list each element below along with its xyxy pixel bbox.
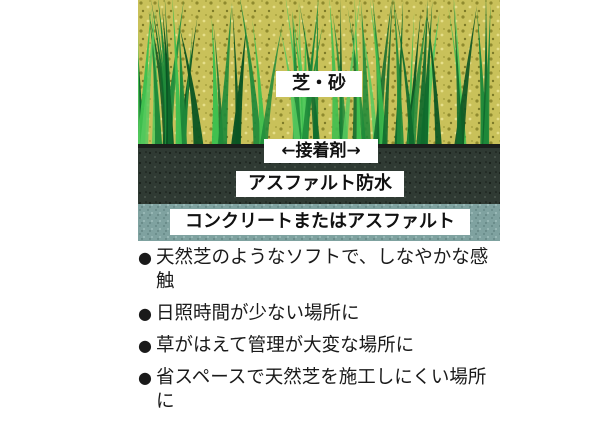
grass-blade — [138, 29, 141, 146]
list-item: ● 天然芝のようなソフトで、しなやかな感触 — [138, 246, 500, 294]
grass-blade — [406, 7, 428, 147]
cross-section-artwork — [138, 0, 500, 241]
grass-blade — [178, 23, 204, 146]
list-item: ● 草がはえて管理が大変な場所に — [138, 334, 500, 358]
grass-blade — [393, 0, 404, 146]
list-item-text: 日照時間が少ない場所に — [156, 303, 360, 324]
grass-blade — [312, 0, 319, 146]
grass-blade — [139, 7, 156, 146]
grass-blade — [453, 0, 463, 146]
grass-blade — [259, 22, 283, 147]
bullet-mark: ● — [138, 248, 152, 267]
list-item-text: 省スペースで天然芝を施工しにくい場所に — [156, 367, 487, 412]
grass-blade — [416, 0, 429, 146]
grass-blade — [178, 23, 188, 146]
list-item-text: 草がはえて管理が大変な場所に — [156, 335, 415, 356]
turf-cross-section-diagram: 芝・砂 ←接着剤→ アスファルト防水 コンクリートまたはアスファルト — [138, 0, 500, 241]
grass-blade — [232, 2, 241, 146]
feature-list: ● 天然芝のようなソフトで、しなやかな感触 ● 日照時間が少ない場所に ● 草が… — [138, 246, 500, 422]
bullet-mark: ● — [138, 304, 152, 323]
bullet-mark: ● — [138, 368, 152, 387]
grass-blade — [164, 0, 173, 146]
grass-blade — [382, 0, 393, 146]
grass-blade — [359, 9, 379, 146]
grass-blade — [211, 17, 221, 147]
grass-blade — [372, 0, 392, 146]
grass-blade — [394, 5, 415, 147]
layer-label-turf-sand: 芝・砂 — [276, 71, 362, 97]
layer-label-base: コンクリートまたはアスファルト — [170, 209, 470, 235]
layer-label-adhesive: ←接着剤→ — [264, 139, 378, 163]
grass-blade — [420, 1, 433, 146]
grass-blade — [370, 0, 387, 146]
list-item: ● 日照時間が少ない場所に — [138, 302, 500, 326]
grass-blade — [240, 0, 262, 146]
grass-blade — [361, 1, 372, 147]
bullet-mark: ● — [138, 336, 152, 355]
list-item: ● 省スペースで天然芝を施工しにくい場所に — [138, 366, 500, 414]
layer-label-waterproof: アスファルト防水 — [236, 171, 404, 197]
grass-blade — [483, 3, 491, 146]
grass-blade — [217, 2, 232, 146]
grass-blade — [172, 0, 183, 146]
grass-blade — [252, 19, 267, 146]
grass-blade — [138, 8, 152, 146]
list-item-text: 天然芝のようなソフトで、しなやかな感触 — [156, 247, 489, 292]
